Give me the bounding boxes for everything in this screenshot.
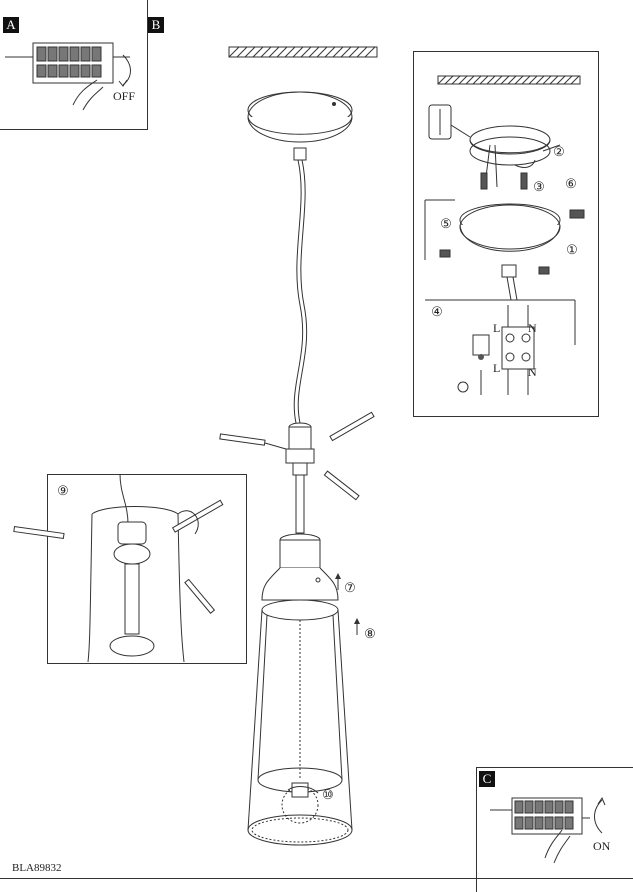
step-a-badge: A — [3, 17, 19, 33]
callout-6: ⑥ — [565, 176, 577, 191]
terminal-n-bottom-label: N — [528, 365, 537, 379]
breaker-off-illustration — [5, 42, 131, 111]
product-code: BLA89832 — [12, 862, 62, 874]
step-c-panel — [476, 767, 633, 892]
installation-detail-panel — [413, 51, 599, 417]
callout-5: ⑤ — [440, 216, 452, 231]
footer-line — [0, 878, 633, 879]
step-ab-panel — [0, 0, 148, 130]
breaker-on-illustration — [490, 796, 606, 864]
step-c-badge: C — [479, 771, 495, 787]
callout-8: ⑧ — [364, 626, 376, 641]
callout-3: ③ — [533, 179, 545, 194]
rod-fitting-drawing — [13, 473, 224, 663]
callout-10: ⑩ — [322, 787, 334, 802]
callout-9: ⑨ — [57, 483, 69, 498]
terminal-n-top-label: N — [528, 321, 537, 335]
terminal-l-bottom-label: L — [493, 361, 501, 375]
callout-7: ⑦ — [344, 580, 356, 595]
callout-1: ① — [566, 242, 578, 257]
terminal-l-top-label: L — [493, 321, 501, 335]
on-label: ON — [593, 839, 611, 853]
callout-4: ④ — [431, 304, 443, 319]
step-b-badge: B — [148, 17, 164, 33]
callout-2: ② — [553, 144, 565, 159]
step-9-panel — [47, 474, 247, 664]
pendant-lamp-drawing — [219, 91, 375, 846]
ceiling-hatch — [228, 46, 378, 58]
off-label: OFF — [113, 89, 136, 103]
ceiling-hatch-detail — [437, 75, 581, 85]
bracket-mounting-drawing — [424, 104, 585, 395]
